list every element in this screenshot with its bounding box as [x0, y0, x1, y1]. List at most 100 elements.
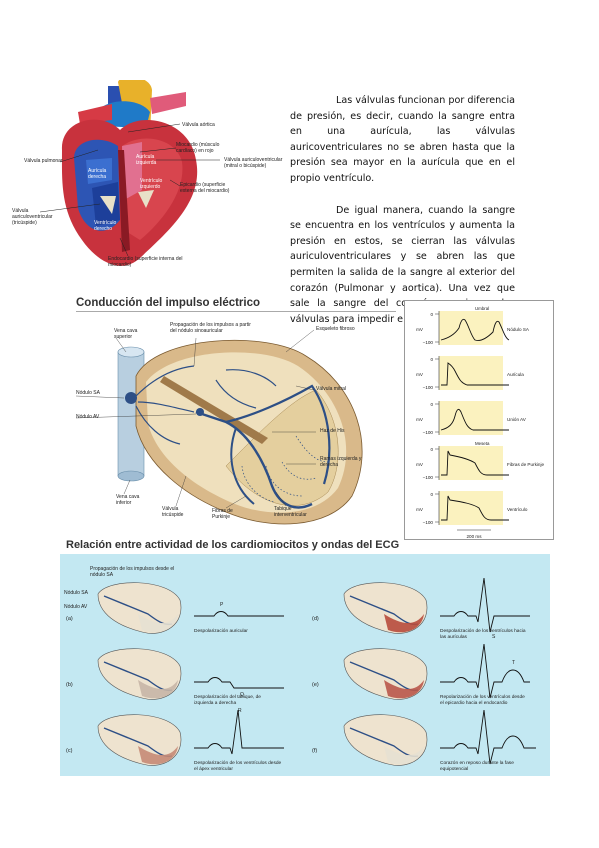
label-nodulo-av: Nódulo AV — [76, 414, 100, 420]
ecg-caption-line: Despolarización del tabique, de — [194, 694, 261, 700]
ap-panel-1: 0 mV −100 Nódulo SA Umbral — [416, 306, 530, 345]
ap-trace — [440, 408, 509, 431]
ecg-label-nodulo-av: Nódulo AV — [64, 604, 88, 610]
ap-annotation: Umbral — [475, 306, 489, 311]
ap-panel-label: Nódulo SA — [507, 327, 530, 332]
label-miocardio: Miocardio (músculo cardíaco) en rojo — [176, 142, 220, 154]
conduction-illustration — [75, 329, 363, 525]
conduction-title: Conducción del impulso eléctrico — [76, 297, 261, 309]
ap-unit-label: mV — [416, 507, 424, 512]
ecg-step-1: (a) P Despolarización auricular — [66, 582, 284, 634]
ecg-heart-outline — [97, 648, 182, 700]
ecg-ventricle-shade — [384, 614, 424, 633]
label-fibras-purkinje: Fibras de Purkinje — [212, 508, 233, 520]
ecg-illustration: (a) P Despolarización auricular (b)QDespola… — [66, 577, 536, 772]
ecg-ventricle-shade — [138, 680, 178, 699]
ecg-caption-line: Despolarización de los ventrículos hacia — [440, 628, 526, 634]
label-tabique: Tabique interventricular — [274, 506, 307, 518]
ap-scale-label: 200 ms — [466, 534, 482, 539]
ecg-caption: Despolarización de los ventrículos hacia… — [440, 628, 526, 640]
ap-tick-label-bottom: −100 — [423, 385, 434, 390]
ecg-step-letter: (f) — [312, 748, 317, 754]
ap-panel-label: Fibras de Purkinje — [507, 462, 544, 467]
ap-tick-label-bottom: −100 — [423, 475, 434, 480]
ecg-heart-outline — [343, 582, 428, 634]
ap-panel-background — [439, 311, 503, 345]
ecg-wave-trace — [440, 577, 530, 633]
ecg-wave-trace — [440, 709, 536, 765]
label-valvula-aortica: Válvula aórtica — [182, 122, 215, 128]
ecg-wave-trace — [194, 709, 284, 755]
ap-panel-4: 0 mV −100 Fibras de Purkinje Meseta — [416, 441, 544, 480]
ap-tick-label-top: 0 — [430, 447, 433, 452]
label-valvula-av-mitral: Válvula auriculoventricular (mitral o bi… — [224, 157, 283, 169]
ap-tick-label-top: 0 — [430, 402, 433, 407]
label-ventriculo-izquierdo: Ventrículo izquierdo — [140, 178, 163, 190]
ap-tick-label-top: 0 — [430, 492, 433, 497]
ap-panel-background — [439, 356, 503, 390]
ecg-wave-letter: Q — [240, 692, 244, 698]
ap-tick-label-bottom: −100 — [423, 340, 434, 345]
ap-trace — [441, 450, 509, 476]
label-nodulo-sa: Nódulo SA — [76, 390, 100, 396]
label-ramas: Ramas izquierda y derecha — [320, 456, 362, 468]
ap-trace — [440, 318, 510, 341]
ecg-caption-line: izquierda a derecha — [194, 700, 236, 706]
paragraph-2: De igual manera, cuando la sangre se enc… — [290, 204, 515, 325]
ecg-step-letter: (c) — [66, 748, 73, 754]
ap-unit-label: mV — [416, 327, 424, 332]
label-auricula-izquierda: Aurícula izquierda — [136, 154, 157, 166]
ecg-ventricle-shade — [138, 746, 178, 765]
label-valvula-mitral: Válvula mitral — [316, 386, 347, 392]
ecg-caption-line: el epicardio hacia el endocardio — [440, 700, 508, 706]
ecg-wave-trace — [194, 677, 284, 689]
ecg-label-nodulo-sa: Nódulo SA — [64, 590, 88, 596]
ecg-title: Relación entre actividad de los cardiomi… — [66, 539, 400, 551]
ecg-caption: Despolarización auricular — [194, 628, 248, 634]
ap-tick-label-bottom: −100 — [423, 520, 434, 525]
label-epicardio: Epicardio (superficie externa del miocar… — [180, 182, 230, 194]
ap-annotation: Meseta — [475, 441, 490, 446]
ecg-step-letter: (e) — [312, 682, 319, 688]
ap-unit-label: mV — [416, 417, 424, 422]
ecg-ventricle-shade — [384, 680, 424, 699]
ecg-wave-letter: S — [492, 634, 496, 640]
label-endocardio: Endocardio (superficie interna del mioca… — [108, 256, 183, 268]
ecg-heart-outline — [97, 582, 182, 634]
ecg-caption-line: las aurículas — [440, 634, 468, 640]
ecg-heart-outline — [343, 648, 428, 700]
ecg-wave-trace — [194, 611, 284, 617]
ap-panel-label: Unión AV — [507, 417, 527, 422]
ecg-ventricle-shade — [384, 746, 424, 765]
heart-diagram: Válvula aórtica Miocardio (músculo cardí… — [0, 76, 282, 280]
label-ventriculo-derecho: Ventrículo derecho — [94, 220, 117, 232]
ecg-wave-letter: P — [220, 602, 224, 608]
ecg-caption-line: equipotencial — [440, 766, 468, 772]
label-esqueleto-fibroso: Esqueleto fibroso — [316, 326, 355, 332]
ap-panel-3: 0 mV −100 Unión AV — [416, 401, 527, 435]
ecg-step-letter: (a) — [66, 616, 73, 622]
ap-tick-label-top: 0 — [430, 312, 433, 317]
label-propagacion: Propagación de los impulsos a partir del… — [170, 322, 251, 334]
ap-tick-label-bottom: −100 — [423, 430, 434, 435]
label-valvula-pulmonar: Válvula pulmonar — [24, 158, 63, 164]
label-vena-cava-inferior: Vena cava inferior — [116, 494, 140, 506]
body-text: Las válvulas funcionan por diferencia de… — [290, 93, 515, 327]
ecg-wave-trace — [440, 643, 530, 699]
label-auricula-derecha: Aurícula derecha — [88, 168, 107, 180]
heart-illustration — [39, 76, 220, 266]
ap-unit-label: mV — [416, 462, 424, 467]
conduction-title-rule — [76, 311, 396, 312]
ap-panel-label: Aurícula — [507, 372, 524, 377]
